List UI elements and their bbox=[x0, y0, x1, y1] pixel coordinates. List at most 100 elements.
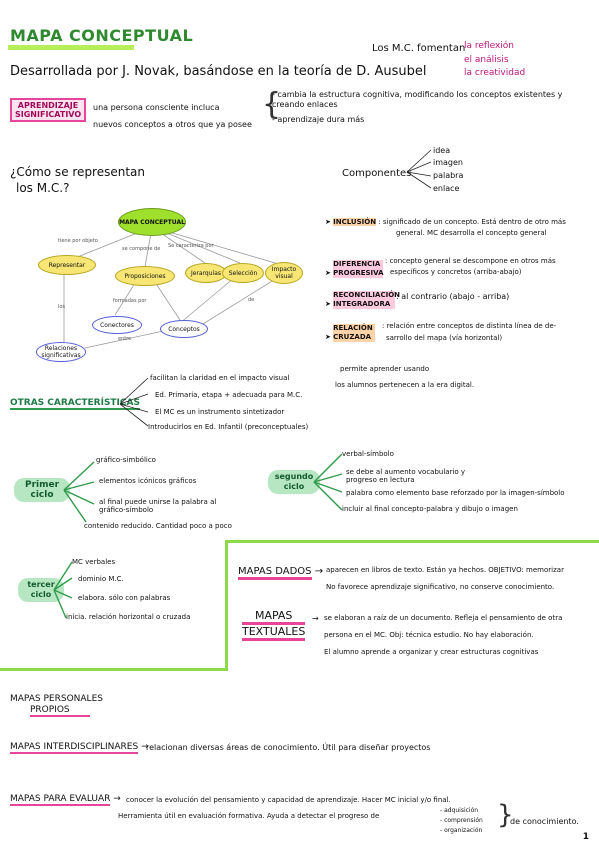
components-label: Componentes bbox=[342, 168, 412, 179]
mapas-textuales-text: El alumno aprende a organizar y crear es… bbox=[324, 648, 539, 656]
diagram-node-label: Impacto visual bbox=[271, 266, 297, 280]
represent-question: los M.C.? bbox=[16, 181, 70, 195]
aprendizaje-label: APRENDIZAJE bbox=[17, 101, 79, 110]
arrow-icon: ➤ bbox=[325, 300, 331, 308]
mapas-textuales-label: MAPAS TEXTUALES bbox=[242, 609, 306, 641]
diagram-node: Relaciones significativas bbox=[36, 342, 86, 362]
section-frame bbox=[225, 540, 599, 543]
components-branch bbox=[406, 149, 432, 189]
mapas-textuales-text: persona en el MC. Obj: técnica estudio. … bbox=[324, 631, 534, 639]
arrow-icon: → bbox=[113, 794, 121, 804]
aprendizaje-bullet: - aprendizaje dura más bbox=[272, 115, 365, 124]
diagram-node: Proposiciones bbox=[115, 266, 175, 286]
otras-branch bbox=[119, 377, 149, 427]
type-text: : significado de un concepto. Está dentr… bbox=[378, 218, 566, 226]
diagram-edge-label: tiene por objeto bbox=[58, 238, 98, 244]
tercer-ciclo-item: elabora. sólo con palabras bbox=[78, 594, 171, 602]
diagram-node-label: Relaciones significativas bbox=[41, 345, 81, 359]
primer-ciclo-item: contenido reducido. Cantidad poco a poco bbox=[84, 522, 232, 530]
arrow-icon: ➤ bbox=[325, 269, 331, 277]
mapas-evaluar-sub: - comprensión bbox=[440, 817, 483, 824]
diagram-node: Conectores bbox=[92, 316, 142, 334]
foment-item: el análisis bbox=[464, 55, 509, 65]
page-title: MAPA CONCEPTUAL bbox=[10, 26, 194, 45]
mapas-dados-row: MAPAS DADOS → bbox=[238, 566, 324, 580]
section-frame bbox=[0, 668, 228, 671]
arrow-icon: → bbox=[141, 742, 149, 752]
diagram-node-label: Representar bbox=[48, 261, 86, 269]
component-item: palabra bbox=[433, 171, 464, 180]
arrow-icon: ➤ bbox=[325, 333, 331, 341]
arrow-icon: ➤ bbox=[325, 218, 331, 226]
mapas-dados-text: No favorece aprendizaje significativo, n… bbox=[326, 583, 555, 591]
diagram-edge-label: Se caracteriza por bbox=[168, 243, 214, 249]
type-label: INCLUSIÓN bbox=[333, 218, 377, 226]
type-text: específicos y concretos (arriba-abajo) bbox=[390, 268, 522, 276]
type-text: : relación entre conceptos de distinta l… bbox=[382, 322, 557, 330]
primer-ciclo-item: elementos icónicos gráficos bbox=[99, 477, 197, 485]
tercer-ciclo-item: dominio M.C. bbox=[78, 575, 124, 583]
mapas-textuales-label-text: MAPAS bbox=[242, 609, 306, 625]
type-row: ➤ RECONCILIACIÓN INTEGRADORA bbox=[325, 291, 400, 309]
otras-item: Ed. Primaria, etapa + adecuada para M.C. bbox=[155, 391, 303, 399]
tercer-ciclo-item: inicia. relación horizontal o cruzada bbox=[66, 613, 191, 621]
diagram-node-label: Conceptos bbox=[168, 325, 200, 333]
segundo-ciclo-item: palabra como elemento base reforzado por… bbox=[346, 489, 565, 497]
diagram-node: Impacto visual bbox=[265, 262, 303, 284]
diagram-node-label: Jerarquías bbox=[190, 269, 222, 277]
ciclo-label-text: tercer bbox=[27, 580, 55, 589]
type-label: RELACIÓN CRUZADA bbox=[333, 324, 376, 342]
diagram-node: Selección bbox=[222, 263, 264, 283]
ciclo-label-text: segundo bbox=[274, 472, 314, 481]
mapas-dados-text: aparecen en libros de texto. Están ya he… bbox=[326, 566, 564, 574]
brace-icon: { bbox=[262, 87, 282, 122]
diagram-edge-label: se compone de bbox=[122, 246, 161, 252]
tercer-ciclo-item: MC verbales bbox=[72, 558, 116, 566]
type-row: ➤ DIFERENCIA PROGRESIVA bbox=[325, 260, 384, 278]
mapas-personales-label: PROPIOS bbox=[30, 705, 90, 717]
concept-map-diagram bbox=[63, 226, 283, 349]
type-text: : al contrario (abajo - arriba) bbox=[396, 292, 510, 301]
arrow-icon: → bbox=[314, 566, 324, 577]
mapas-textuales-text: se elaboran a raíz de un documento. Refl… bbox=[324, 614, 563, 622]
diagram-node-label: Conectores bbox=[100, 321, 134, 329]
mapas-evaluar-label: MAPAS PARA EVALUAR bbox=[10, 794, 111, 806]
otras-label: OTRAS CARACTERÍSTICAS bbox=[10, 398, 140, 410]
primer-ciclo-item: gráfico-simbólico bbox=[96, 456, 156, 464]
title-highlight bbox=[8, 45, 134, 50]
aprendizaje-bullet: creando enlaces bbox=[272, 100, 338, 109]
aprendizaje-desc: nuevos conceptos a otros que ya posee bbox=[93, 120, 252, 129]
mapas-personales-label: MAPAS PERSONALES bbox=[10, 694, 103, 704]
ciclo-label-text: ciclo bbox=[283, 482, 305, 491]
diagram-edge-label: los bbox=[58, 304, 66, 310]
diagram-node: Jerarquías bbox=[185, 263, 227, 283]
ciclo-label-text: ciclo bbox=[30, 490, 54, 500]
diagram-center-node: MAPA CONCEPTUAL bbox=[118, 208, 186, 236]
tercer-ciclo-branch bbox=[53, 561, 73, 619]
mapas-textuales-label-text: TEXTUALES bbox=[242, 625, 306, 641]
type-row: ➤ INCLUSIÓN : significado de un concepto… bbox=[325, 218, 566, 226]
ciclo-label-text: Primer bbox=[24, 480, 60, 490]
aprendizaje-desc: una persona consciente incluca bbox=[93, 103, 220, 112]
component-item: idea bbox=[433, 146, 451, 155]
section-frame bbox=[225, 540, 228, 670]
diagram-node: Representar bbox=[38, 255, 96, 275]
aprendizaje-bullet: - cambia la estructura cognitiva, modifi… bbox=[272, 90, 563, 99]
diagram-edge-label: formadas por bbox=[113, 298, 147, 304]
segundo-ciclo-item: verbal-símbolo bbox=[342, 450, 394, 458]
mapas-evaluar-sub: - adquisición bbox=[440, 807, 479, 814]
mapas-inter-label: MAPAS INTERDISCIPLINARES bbox=[10, 742, 139, 754]
type-text: sarrollo del mapa (vía horizontal) bbox=[386, 334, 503, 342]
diagram-node-label: MAPA CONCEPTUAL bbox=[119, 218, 185, 226]
component-item: enlace bbox=[433, 184, 460, 193]
mapas-evaluar-text: conocer la evolución del pensamiento y c… bbox=[126, 796, 451, 804]
diagram-node-label: Selección bbox=[228, 269, 258, 277]
diagram-edge-label: entre bbox=[118, 336, 132, 342]
segundo-ciclo-item: incluir al final concepto-palabra y dibu… bbox=[342, 505, 518, 513]
arrow-icon: → bbox=[312, 614, 319, 623]
ciclo-label-text: ciclo bbox=[30, 590, 52, 599]
segundo-ciclo-item: se debe al aumento vocabulario y progres… bbox=[346, 468, 466, 484]
diagram-node: Conceptos bbox=[160, 320, 208, 338]
page-number: 1 bbox=[582, 832, 589, 842]
subtitle: Desarrollada por J. Novak, basándose en … bbox=[10, 64, 427, 79]
